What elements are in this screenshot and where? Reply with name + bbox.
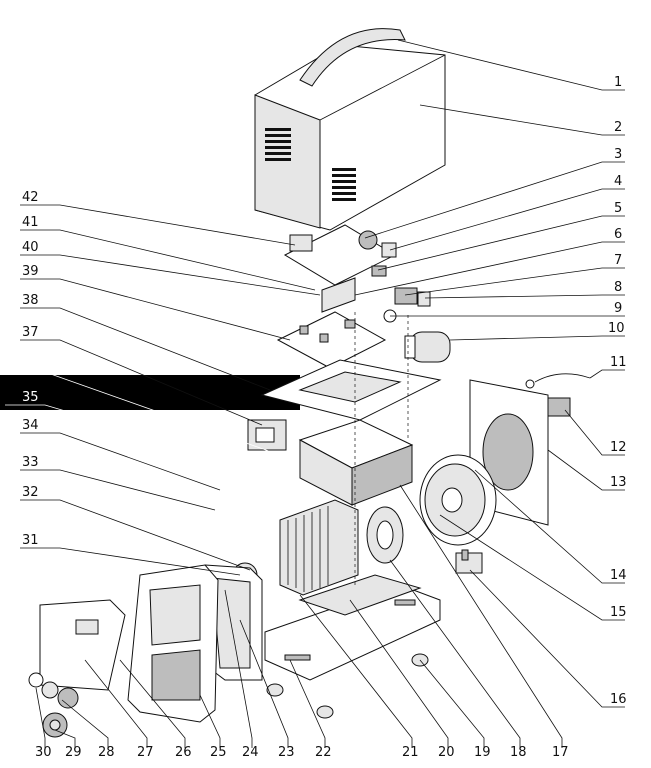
vent-slots-left — [265, 128, 291, 161]
callout-14: 14 — [610, 568, 627, 583]
callout-28: 28 — [98, 745, 115, 760]
callout-29: 29 — [65, 745, 82, 760]
upper-pcb-assembly — [276, 224, 431, 369]
transformer — [247, 419, 287, 451]
callout-37: 37 — [22, 325, 39, 340]
carry-handle — [299, 28, 406, 87]
leaders-right — [289, 39, 625, 748]
callout-33: 33 — [22, 455, 39, 470]
callout-31: 31 — [22, 533, 39, 548]
callout-18: 18 — [510, 745, 527, 760]
callout-38: 38 — [22, 293, 39, 308]
callout-13: 13 — [610, 475, 627, 490]
leaders-left — [5, 204, 321, 576]
callout-10: 10 — [608, 321, 625, 336]
callout-16: 16 — [610, 692, 627, 707]
callout-3: 3 — [614, 147, 622, 162]
callout-12: 12 — [610, 440, 627, 455]
callout-36: 36 — [22, 357, 39, 372]
callout-22: 22 — [315, 745, 332, 760]
callout-34: 34 — [22, 418, 39, 433]
mount-bracket — [455, 549, 483, 574]
control-plate — [39, 599, 126, 691]
callout-27: 27 — [137, 745, 154, 760]
black-band — [0, 375, 300, 410]
toroid-core — [366, 506, 404, 564]
callout-40: 40 — [22, 240, 39, 255]
heatsink-main — [298, 419, 414, 506]
cooling-fan — [419, 454, 497, 546]
callout-2: 2 — [614, 120, 622, 135]
callout-7: 7 — [614, 253, 622, 268]
callout-24: 24 — [242, 745, 259, 760]
callout-32: 32 — [22, 485, 39, 500]
callout-19: 19 — [474, 745, 491, 760]
callout-15: 15 — [610, 605, 627, 620]
callout-4: 4 — [614, 174, 622, 189]
housing-cover — [254, 44, 446, 231]
control-knobs — [28, 672, 79, 738]
callout-42: 42 — [22, 190, 39, 205]
callout-9: 9 — [614, 301, 622, 316]
front-bezel — [127, 564, 219, 723]
callout-5: 5 — [614, 201, 622, 216]
callout-17: 17 — [552, 745, 569, 760]
callout-41: 41 — [22, 215, 39, 230]
power-switch — [547, 397, 571, 417]
callout-6: 6 — [614, 227, 622, 242]
callout-26: 26 — [175, 745, 192, 760]
callout-21: 21 — [402, 745, 419, 760]
leaders-bottom — [35, 589, 289, 748]
power-cable — [534, 373, 591, 383]
callout-25: 25 — [210, 745, 227, 760]
callout-39: 39 — [22, 264, 39, 279]
callout-30: 30 — [35, 745, 52, 760]
base-chassis — [264, 574, 441, 681]
heatsink-fins — [279, 499, 359, 596]
callout-35: 35 — [22, 390, 39, 405]
callout-11: 11 — [610, 355, 627, 370]
callout-20: 20 — [438, 745, 455, 760]
choke-coil — [404, 331, 451, 363]
callout-1: 1 — [614, 75, 622, 90]
callout-23: 23 — [278, 745, 295, 760]
callout-8: 8 — [614, 280, 622, 295]
vent-slots-right — [332, 168, 356, 201]
